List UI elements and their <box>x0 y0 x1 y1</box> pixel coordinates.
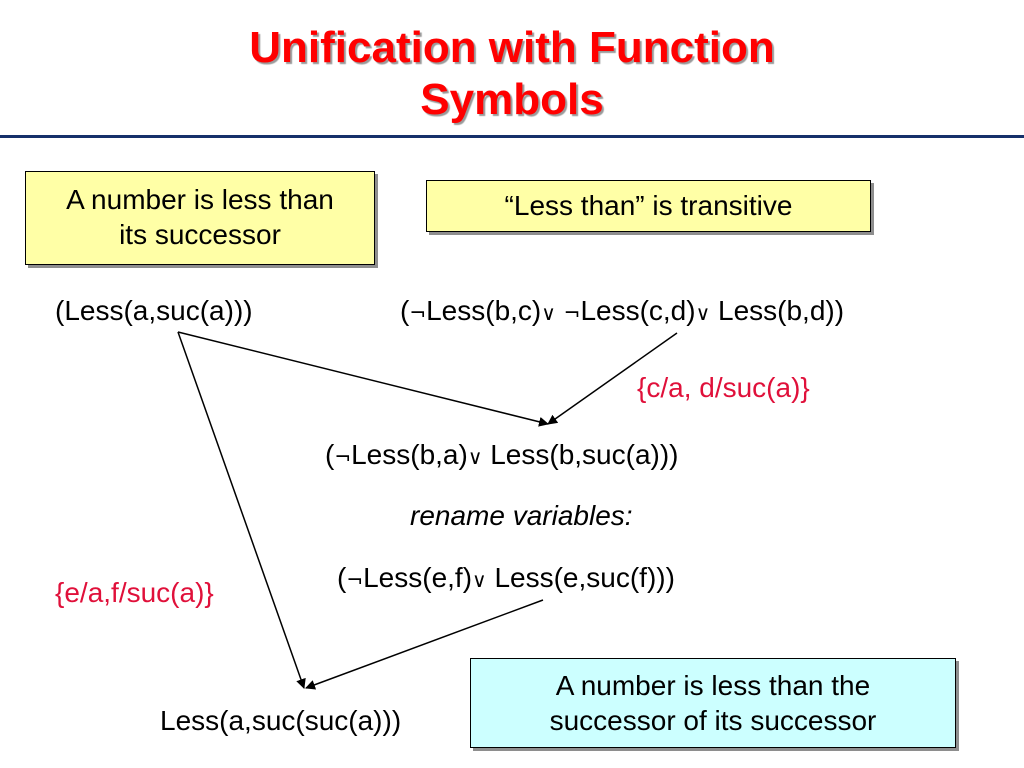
resolvent-clause: (¬Less(b,a)∨ Less(b,suc(a))) <box>325 439 679 473</box>
substitution-e-f: {e/a,f/suc(a)} <box>55 577 214 609</box>
arrow-clause1-to-final <box>177 331 306 689</box>
disjunction-symbol: ∨ <box>695 301 711 325</box>
clause2-part-1: ( <box>400 295 410 326</box>
title-divider <box>0 135 1024 138</box>
resolvent-part-2: Less(b,a) <box>351 439 468 470</box>
renamed-part-2: Less(e,f) <box>363 562 473 593</box>
conclusion-line-1: A number is less than the <box>555 670 871 701</box>
transitive-fact-line-1: “Less than” is transitive <box>504 190 793 221</box>
successor-fact-box: A number is less than its successor <box>25 171 375 265</box>
rename-variables-label: rename variables: <box>410 500 633 532</box>
slide-title: Unification with Function Symbols <box>0 22 1024 126</box>
resolvent-part-1: ( <box>325 439 335 470</box>
clause2-part-5: Less(b,d)) <box>710 295 845 326</box>
conclusion-box: A number is less than the successor of i… <box>470 658 956 748</box>
clause2-part-3 <box>556 295 564 326</box>
negation-symbol: ¬ <box>563 301 581 325</box>
conclusion-line-2: successor of its successor <box>549 705 877 736</box>
clause2-part-2: Less(b,c) <box>426 295 542 326</box>
successor-fact-line-1: A number is less than <box>66 184 334 215</box>
renamed-clause: (¬Less(e,f)∨ Less(e,suc(f))) <box>337 562 675 596</box>
disjunction-symbol: ∨ <box>541 301 556 325</box>
slide-title-line-2: Symbols <box>420 75 604 124</box>
renamed-part-3: Less(e,suc(f))) <box>486 562 675 593</box>
clause-less-a-suc-a: (Less(a,suc(a))) <box>55 295 253 327</box>
slide-title-line-1: Unification with Function <box>249 23 775 72</box>
resolvent-part-3: Less(b,suc(a))) <box>482 439 679 470</box>
substitution-2-text: {e/a,f/suc(a)} <box>55 577 214 608</box>
disjunction-symbol: ∨ <box>472 568 487 592</box>
substitution-1-text: {c/a, d/suc(a)} <box>637 372 810 403</box>
successor-fact-line-2: its successor <box>119 219 281 250</box>
clause1-text: (Less(a,suc(a))) <box>55 295 253 326</box>
transitive-fact-box: “Less than” is transitive <box>426 180 871 232</box>
final-clause-text: Less(a,suc(suc(a))) <box>160 705 402 736</box>
renamed-part-1: ( <box>337 562 347 593</box>
final-clause: Less(a,suc(suc(a))) <box>160 705 401 737</box>
negation-symbol: ¬ <box>334 445 352 469</box>
disjunction-symbol: ∨ <box>467 445 483 469</box>
negation-symbol: ¬ <box>346 568 364 592</box>
clause2-part-4: Less(c,d) <box>580 295 696 326</box>
rename-variables-text: rename variables: <box>410 500 633 531</box>
arrow-clause1-to-resolvent <box>177 331 549 427</box>
clause-transitivity: (¬Less(b,c)∨ ¬Less(c,d)∨ Less(b,d)) <box>400 295 844 329</box>
negation-symbol: ¬ <box>409 301 427 325</box>
substitution-c-d: {c/a, d/suc(a)} <box>637 372 810 404</box>
